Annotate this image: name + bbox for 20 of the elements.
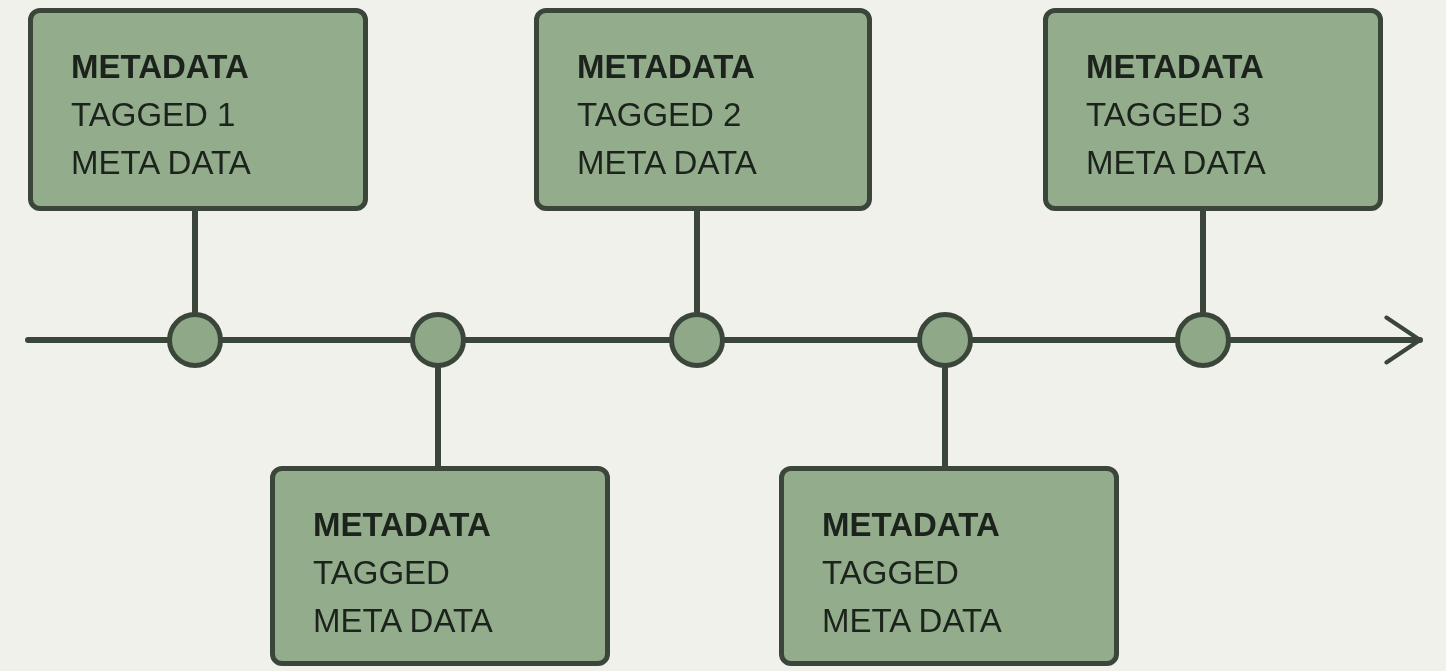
- box-text: META DATA: [71, 143, 251, 183]
- box-text: TAGGED 3: [1086, 95, 1251, 135]
- metadata-box: [534, 8, 872, 211]
- box-heading: METADATA: [313, 505, 491, 545]
- box-text: META DATA: [822, 601, 1002, 641]
- box-text: META DATA: [313, 601, 493, 641]
- box-text: META DATA: [1086, 143, 1266, 183]
- box-text: TAGGED 1: [71, 95, 236, 135]
- metadata-box: [779, 466, 1119, 666]
- box-heading: METADATA: [577, 47, 755, 87]
- box-text: META DATA: [577, 143, 757, 183]
- metadata-box: [1043, 8, 1383, 211]
- box-text: TAGGED: [313, 553, 450, 593]
- box-heading: METADATA: [1086, 47, 1264, 87]
- metadata-box: [270, 466, 610, 666]
- box-text: TAGGED: [822, 553, 959, 593]
- box-text: TAGGED 2: [577, 95, 742, 135]
- box-heading: METADATA: [71, 47, 249, 87]
- box-heading: METADATA: [822, 505, 1000, 545]
- metadata-box: [28, 8, 368, 211]
